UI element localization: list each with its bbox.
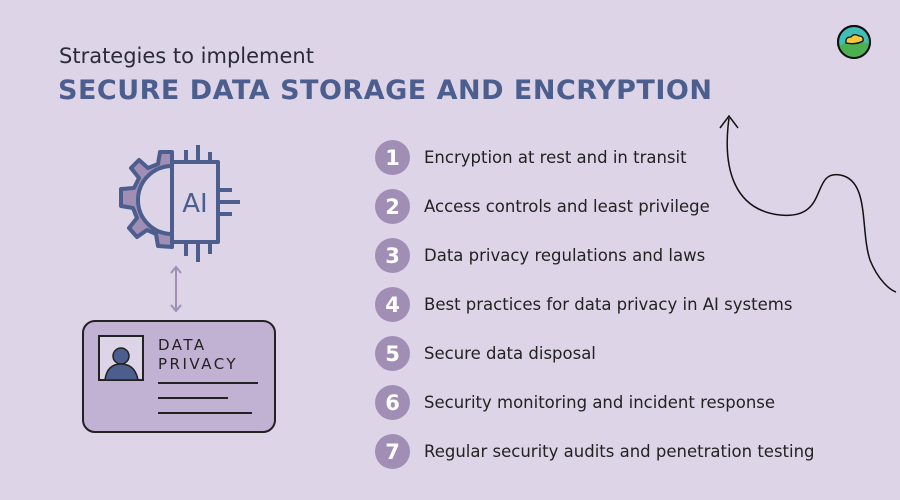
list-item: 1 Encryption at rest and in transit (375, 133, 815, 182)
list-item: 6 Security monitoring and incident respon… (375, 378, 815, 427)
number-badge: 6 (375, 385, 410, 420)
item-text: Encryption at rest and in transit (424, 148, 687, 167)
number-badge: 5 (375, 336, 410, 371)
number-badge: 3 (375, 238, 410, 273)
page-title: SECURE DATA STORAGE AND ENCRYPTION (58, 75, 713, 106)
card-line-2: PRIVACY (158, 355, 239, 373)
strategy-list: 1 Encryption at rest and in transit 2 Acce… (375, 133, 815, 476)
card-text: DATA PRIVACY (158, 336, 238, 374)
subtitle: Strategies to implement (59, 44, 314, 68)
item-text: Regular security audits and penetration … (424, 442, 815, 461)
item-text: Data privacy regulations and laws (424, 246, 706, 265)
logo-icon (837, 25, 871, 59)
ai-gear-icon (119, 145, 240, 262)
number-badge: 2 (375, 189, 410, 224)
number-badge: 7 (375, 434, 410, 469)
list-item: 7 Regular security audits and penetration… (375, 427, 815, 476)
number-badge: 4 (375, 287, 410, 322)
list-item: 5 Secure data disposal (375, 329, 815, 378)
double-arrow-icon (170, 265, 182, 313)
list-item: 3 Data privacy regulations and laws (375, 231, 815, 280)
list-item: 2 Access controls and least privilege (375, 182, 815, 231)
curly-arrow-icon (719, 114, 897, 293)
item-text: Access controls and least privilege (424, 197, 710, 216)
number-badge: 1 (375, 140, 410, 175)
item-text: Secure data disposal (424, 344, 596, 363)
list-item: 4 Best practices for data privacy in AI s… (375, 280, 815, 329)
item-text: Security monitoring and incident respons… (424, 393, 776, 412)
card-line-1: DATA (158, 336, 207, 354)
chip-label: AI (182, 189, 207, 219)
item-text: Best practices for data privacy in AI sy… (424, 295, 793, 314)
